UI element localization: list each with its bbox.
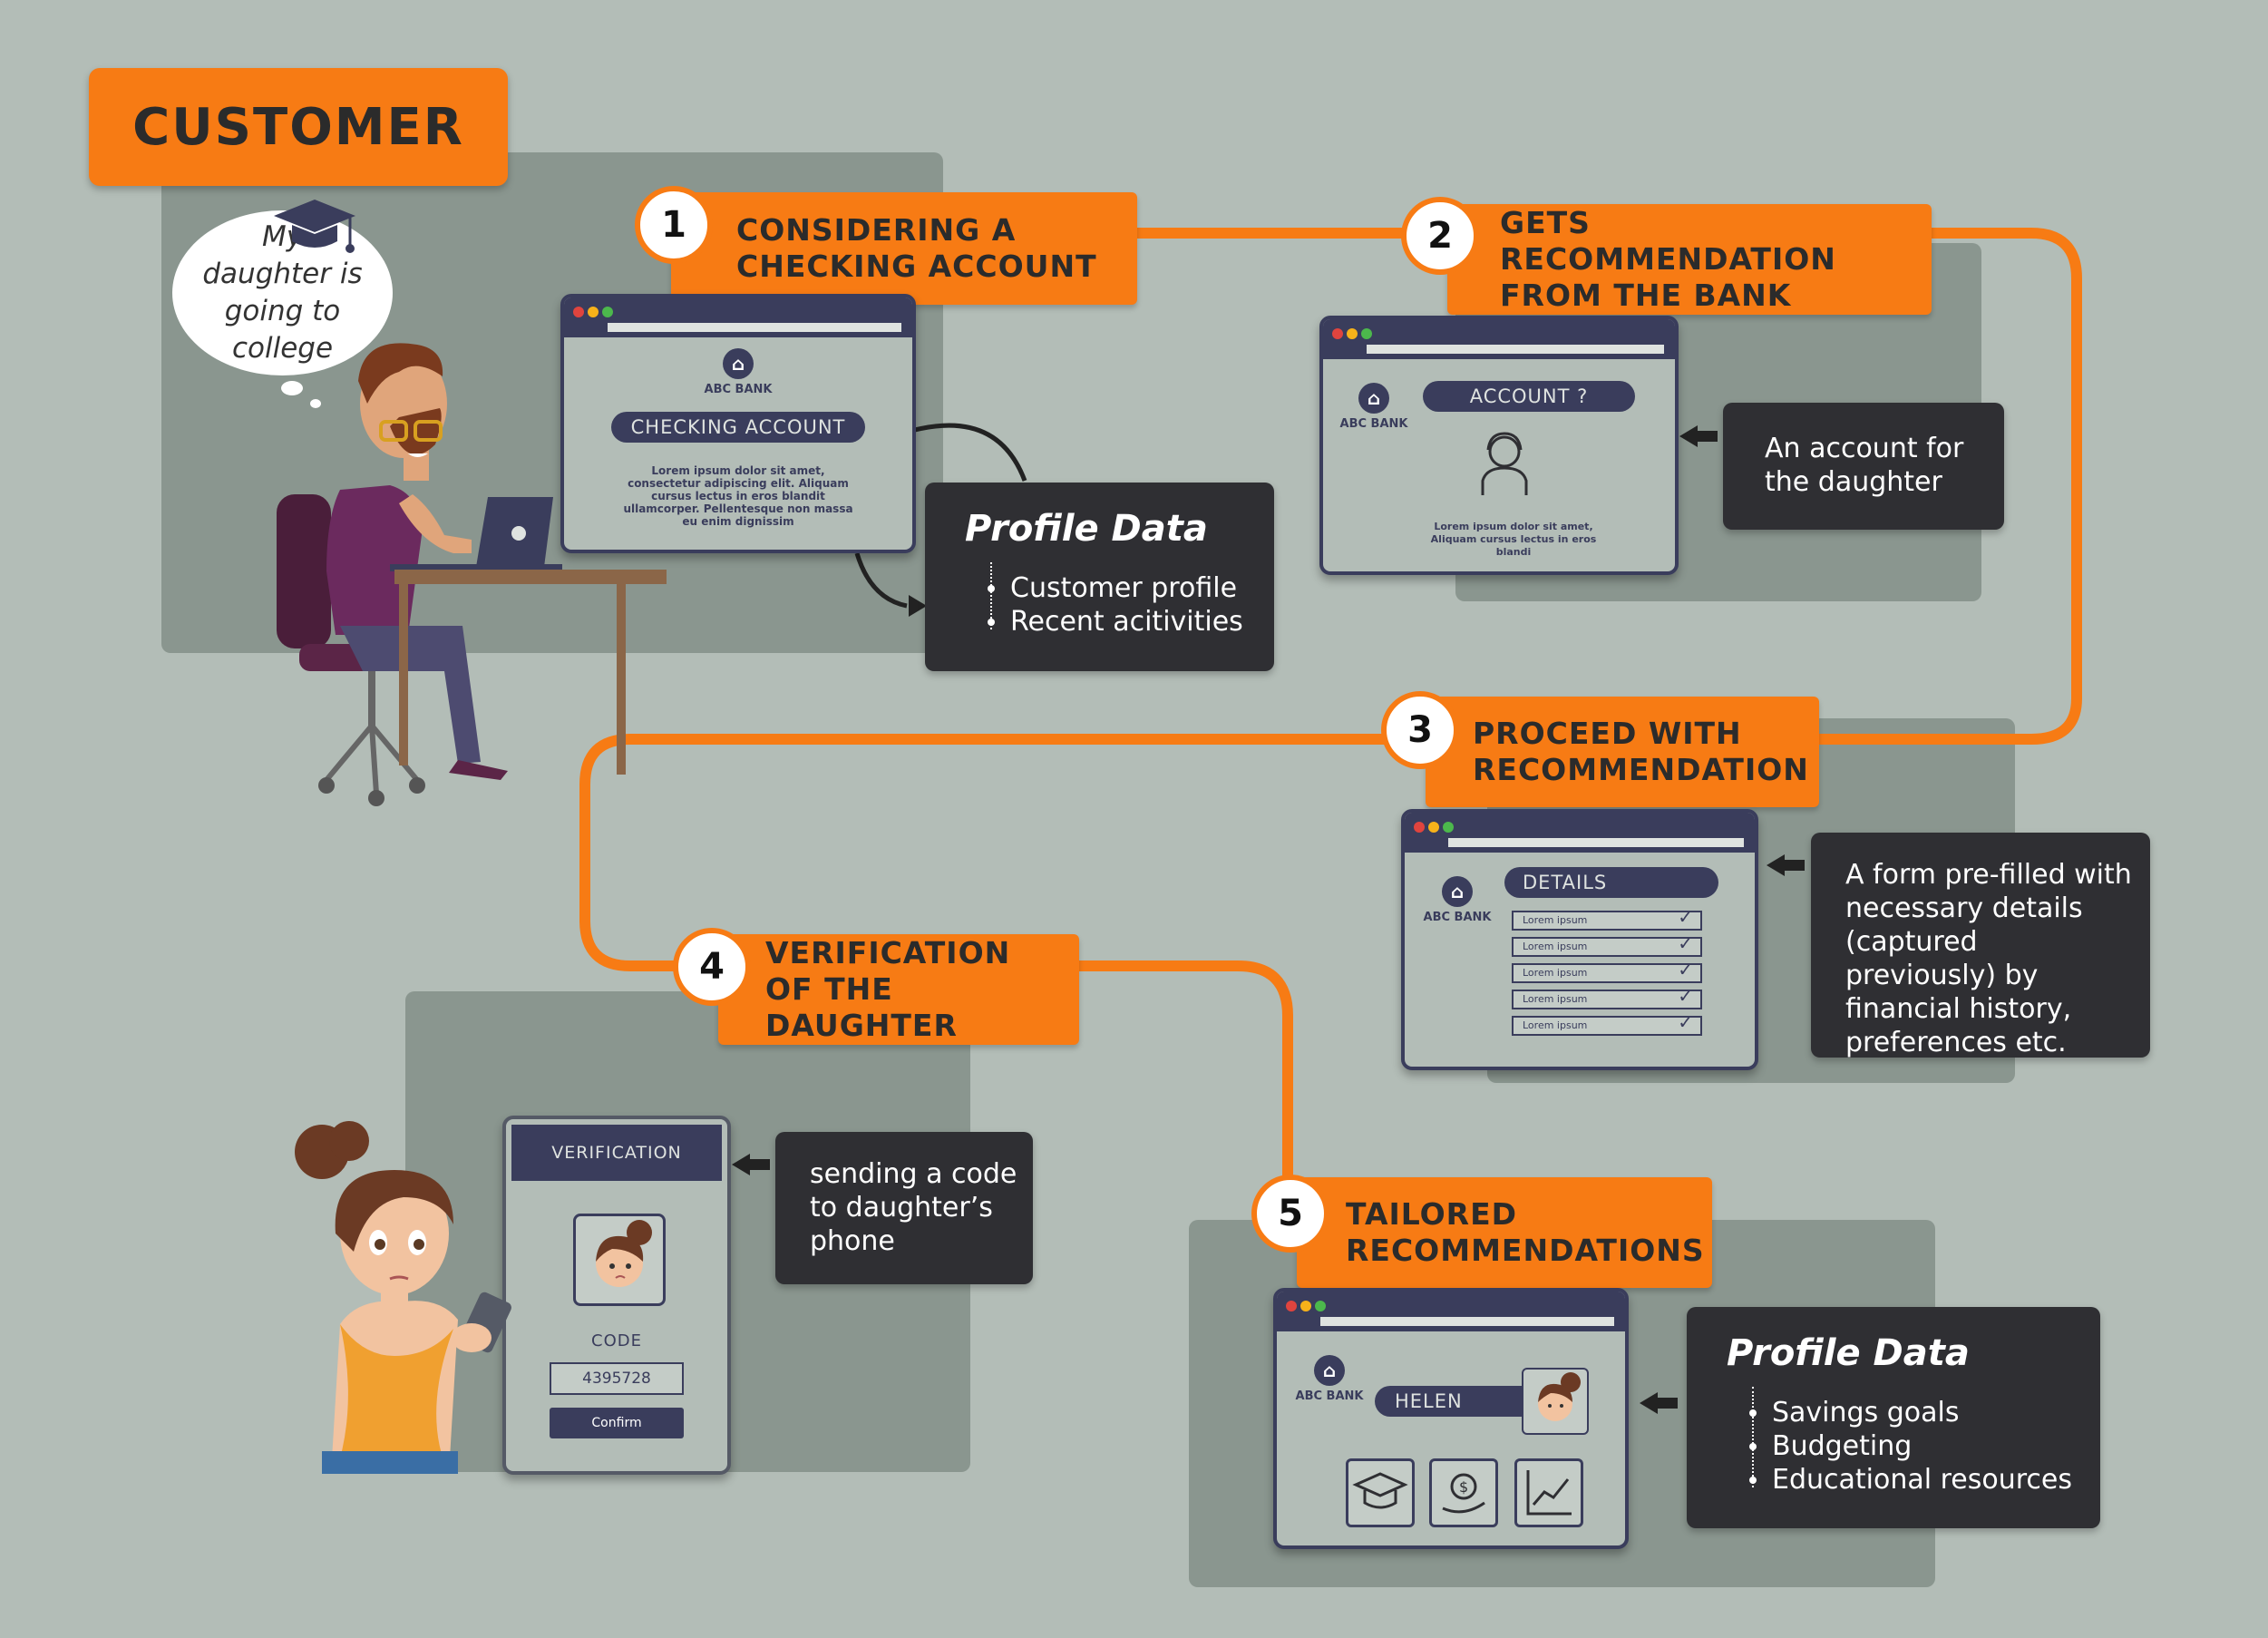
url-bar xyxy=(1367,345,1664,354)
close-dot xyxy=(573,307,584,317)
education-icon[interactable] xyxy=(1346,1458,1415,1527)
step-5-label: TAILORED RECOMMENDATIONS xyxy=(1297,1177,1712,1288)
bank-logo: ⌂ ABC BANK xyxy=(1419,876,1495,924)
daughter-avatar xyxy=(573,1214,666,1306)
note-card-4: sending a code to daughter’s phone xyxy=(775,1132,1033,1284)
profile-item: Recent acitivities xyxy=(988,606,1243,638)
profile-item: Savings goals xyxy=(1749,1396,2072,1429)
note-card-2: An account for the daughter xyxy=(1723,403,2004,530)
bank-logo: ⌂ ABC BANK xyxy=(1291,1355,1368,1403)
graduation-cap-icon xyxy=(274,200,355,253)
bank-logo: ⌂ ABC BANK xyxy=(700,348,776,396)
details-pill: DETAILS xyxy=(1504,867,1718,898)
daughter-illustration xyxy=(295,1121,511,1474)
screen-3-window: ⌂ ABC BANK DETAILS Lorem ipsum✓ Lorem ip… xyxy=(1401,809,1758,1070)
step-1-number: 1 xyxy=(635,186,713,264)
profile-data-list: Savings goals Budgeting Educational reso… xyxy=(1727,1387,2072,1497)
step-3-label: PROCEED WITH RECOMMENDATION xyxy=(1426,697,1819,807)
bank-name: ABC BANK xyxy=(1423,911,1492,924)
bank-icon: ⌂ xyxy=(1358,383,1389,414)
customer-header: CUSTOMER xyxy=(89,68,508,186)
step-3-text: PROCEED WITH RECOMMENDATION xyxy=(1473,716,1809,787)
close-dot xyxy=(1414,822,1425,833)
step-1-text: CONSIDERING A CHECKING ACCOUNT xyxy=(736,212,1097,284)
step-3-number: 3 xyxy=(1381,691,1459,769)
bank-icon: ⌂ xyxy=(1442,876,1473,907)
maximize-dot xyxy=(1443,822,1454,833)
screen-5-window: ⌂ ABC BANK HELEN $ xyxy=(1273,1288,1629,1549)
form-row: Lorem ipsum✓ xyxy=(1512,987,1702,1009)
bank-icon: ⌂ xyxy=(1314,1355,1345,1386)
account-pill: ACCOUNT ? xyxy=(1423,381,1635,412)
note-4-text: sending a code to daughter’s phone xyxy=(810,1158,1017,1257)
profile-item: Customer profile xyxy=(988,571,1243,605)
profile-data-card-1: Profile Data Customer profile Recent aci… xyxy=(925,483,1274,671)
form-row: Lorem ipsum✓ xyxy=(1512,1013,1702,1036)
code-label: CODE xyxy=(591,1331,642,1350)
profile-item: Educational resources xyxy=(1749,1464,2072,1496)
maximize-dot xyxy=(1315,1301,1326,1311)
step-4-number: 4 xyxy=(673,928,751,1006)
bank-name: ABC BANK xyxy=(1339,417,1408,431)
form-row: Lorem ipsum✓ xyxy=(1512,908,1702,931)
step-5-number: 5 xyxy=(1251,1175,1329,1253)
profile-item: Budgeting xyxy=(1749,1429,2072,1463)
bank-name: ABC BANK xyxy=(1295,1389,1364,1403)
bubble-dot-small xyxy=(310,399,321,408)
minimize-dot xyxy=(1300,1301,1311,1311)
maximize-dot xyxy=(602,307,613,317)
chart-icon[interactable] xyxy=(1514,1458,1583,1527)
url-bar xyxy=(1448,838,1744,847)
daughter-face-icon xyxy=(596,1220,652,1287)
form-row: Lorem ipsum✓ xyxy=(1512,934,1702,957)
minimize-dot xyxy=(1347,328,1358,339)
thought-text: My daughter is going to college xyxy=(202,220,363,365)
screen-1-window: ⌂ ABC BANK CHECKING ACCOUNT Lorem ipsum … xyxy=(560,294,916,553)
screen-2-window: ⌂ ABC BANK ACCOUNT ? Lorem ipsum dolor s… xyxy=(1319,316,1679,575)
profile-data-title: Profile Data xyxy=(965,508,1208,550)
savings-icon[interactable]: $ xyxy=(1429,1458,1498,1527)
checking-account-pill: CHECKING ACCOUNT xyxy=(611,412,865,443)
customer-illustration xyxy=(277,343,667,806)
bank-name: ABC BANK xyxy=(704,383,773,396)
step-1-label: CONSIDERING A CHECKING ACCOUNT xyxy=(671,192,1137,305)
step-4-label: VERIFICATION OF THE DAUGHTER xyxy=(718,934,1079,1045)
svg-text:$: $ xyxy=(1459,1478,1468,1496)
url-bar xyxy=(1320,1317,1614,1326)
helen-face-icon xyxy=(1538,1372,1581,1421)
confirm-button[interactable]: Confirm xyxy=(550,1408,684,1438)
phone-header: VERIFICATION xyxy=(511,1125,722,1181)
screen-1-lorem: Lorem ipsum dolor sit amet, consectetur … xyxy=(623,464,853,528)
daughter-outline-icon xyxy=(1481,432,1528,495)
note-2-text: An account for the daughter xyxy=(1765,433,1964,498)
page-title: CUSTOMER xyxy=(132,97,464,157)
maximize-dot xyxy=(1361,328,1372,339)
minimize-dot xyxy=(588,307,599,317)
step-2-text: GETS RECOMMENDATION FROM THE BANK xyxy=(1500,205,1836,313)
code-input[interactable]: 4395728 xyxy=(550,1362,684,1395)
phone-screen: VERIFICATION CODE 4395728 Confirm xyxy=(502,1116,731,1475)
profile-data-title: Profile Data xyxy=(1727,1332,1970,1374)
step-2-number: 2 xyxy=(1401,197,1479,275)
url-bar xyxy=(608,323,901,332)
step-2-label: GETS RECOMMENDATION FROM THE BANK xyxy=(1447,204,1932,315)
bubble-dot-large xyxy=(281,381,303,395)
profile-data-card-5: Profile Data Savings goals Budgeting Edu… xyxy=(1687,1307,2100,1528)
close-dot xyxy=(1286,1301,1297,1311)
step-5-text: TAILORED RECOMMENDATIONS xyxy=(1346,1196,1705,1268)
bank-icon: ⌂ xyxy=(723,348,754,379)
step-4-text: VERIFICATION OF THE DAUGHTER xyxy=(765,935,1011,1043)
profile-data-list: Customer profile Recent acitivities xyxy=(965,562,1243,639)
note-card-3: A form pre-filled with necessary details… xyxy=(1811,833,2150,1058)
bank-logo: ⌂ ABC BANK xyxy=(1336,383,1412,431)
thought-bubble: My daughter is going to college xyxy=(172,210,393,375)
name-pill: HELEN xyxy=(1375,1386,1538,1417)
form-row: Lorem ipsum✓ xyxy=(1512,960,1702,983)
screen-2-lorem: Lorem ipsum dolor sit amet, Aliquam curs… xyxy=(1430,521,1597,558)
helen-avatar xyxy=(1522,1368,1589,1435)
close-dot xyxy=(1332,328,1343,339)
note-3-text: A form pre-filled with necessary details… xyxy=(1845,859,2132,1058)
minimize-dot xyxy=(1428,822,1439,833)
